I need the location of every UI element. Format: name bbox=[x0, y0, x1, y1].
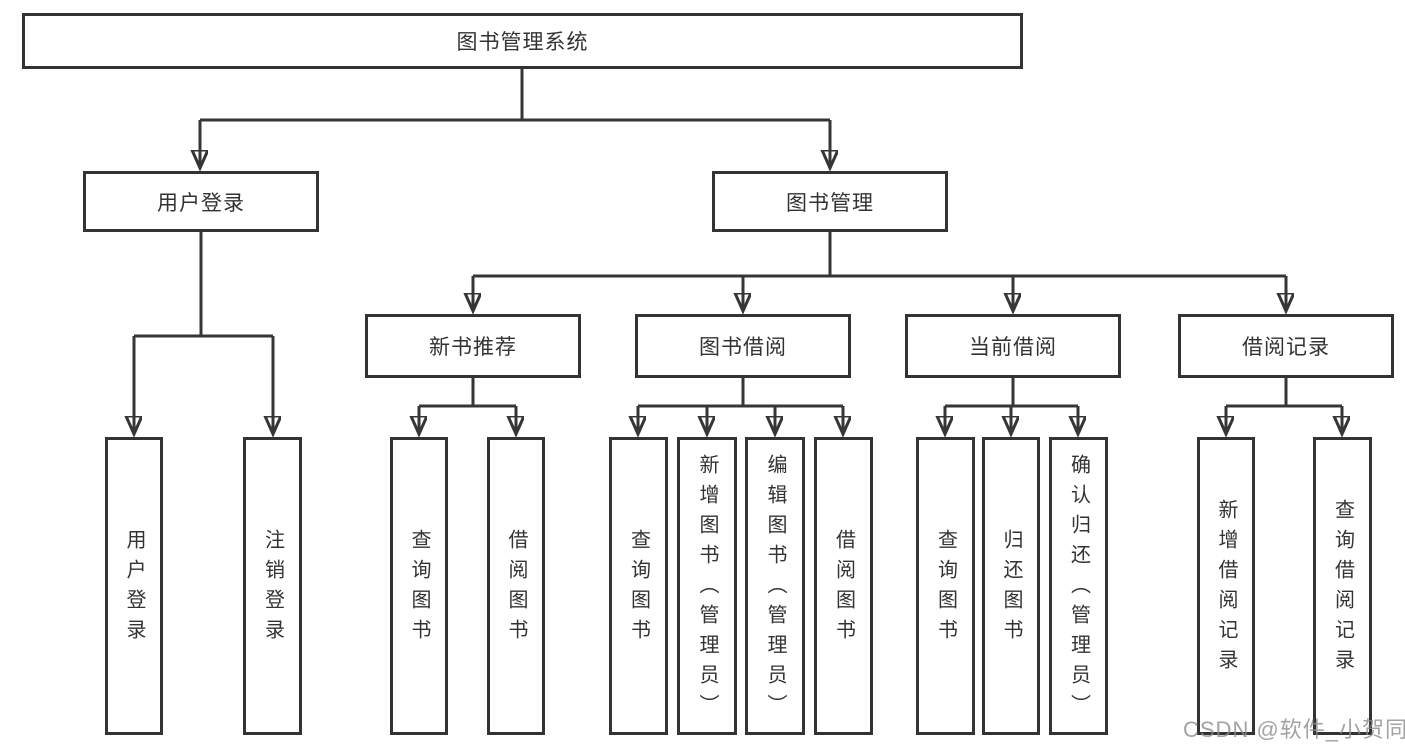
node-new-book-recommend: 新书推荐 bbox=[365, 314, 581, 378]
node-confirm-return-admin: 确认归还（管理员） bbox=[1049, 437, 1108, 735]
node-logout-action: 注销登录 bbox=[243, 437, 302, 735]
node-library-system: 图书管理系统 bbox=[22, 13, 1023, 69]
node-return-books: 归还图书 bbox=[982, 437, 1040, 735]
node-recommend-borrow-books: 借阅图书 bbox=[487, 437, 545, 735]
csdn-watermark: CSDN @软件_小贺同学 bbox=[1183, 717, 1405, 742]
connector-current-trunk bbox=[945, 378, 1078, 408]
node-add-book-admin: 新增图书（管理员） bbox=[677, 437, 737, 735]
node-user-login: 用户登录 bbox=[83, 171, 319, 232]
connector-book-mgmt-trunk bbox=[473, 232, 1286, 278]
connector-root-trunk bbox=[200, 69, 830, 122]
connector-borrow-trunk bbox=[638, 378, 843, 408]
node-current-query-books: 查询图书 bbox=[916, 437, 975, 735]
node-book-borrow: 图书借阅 bbox=[635, 314, 851, 378]
connector-records-trunk bbox=[1226, 378, 1342, 408]
connector-recommend-trunk bbox=[419, 378, 516, 408]
node-recommend-query-books: 查询图书 bbox=[390, 437, 448, 735]
connector-user-login-trunk bbox=[134, 232, 273, 338]
node-book-management: 图书管理 bbox=[712, 171, 948, 232]
node-borrow-query-books: 查询图书 bbox=[609, 437, 668, 735]
node-user-login-action: 用户登录 bbox=[105, 437, 163, 735]
node-add-borrow-record: 新增借阅记录 bbox=[1197, 437, 1255, 735]
node-current-borrow: 当前借阅 bbox=[905, 314, 1121, 378]
node-query-borrow-record: 查询借阅记录 bbox=[1313, 437, 1372, 735]
node-borrow-borrow-books: 借阅图书 bbox=[814, 437, 873, 735]
node-borrow-records: 借阅记录 bbox=[1178, 314, 1394, 378]
node-edit-book-admin: 编辑图书（管理员） bbox=[745, 437, 805, 735]
